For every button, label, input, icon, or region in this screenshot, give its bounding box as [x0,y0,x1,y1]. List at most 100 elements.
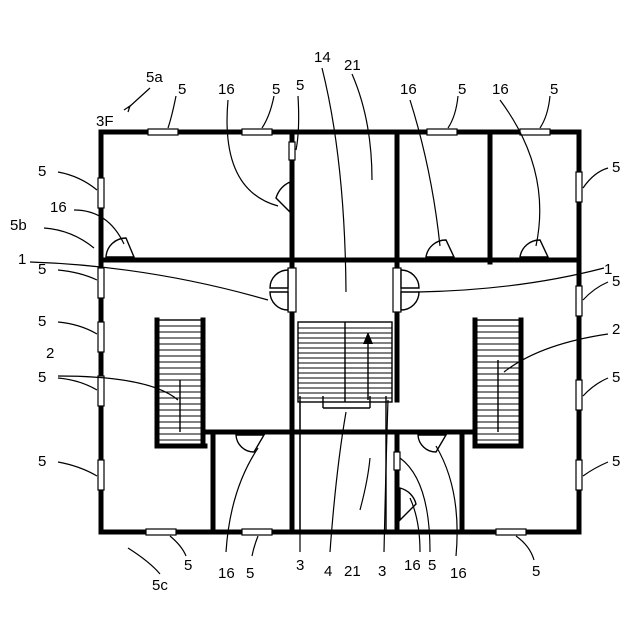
leader-5-top-3 [448,96,458,128]
label-5b: 5b [10,217,27,234]
label-21-bottom: 21 [344,563,361,580]
leader-5-top-1 [168,96,176,128]
leader-5-east-2 [583,282,608,300]
label-16-b: 16 [50,199,67,216]
label-5-west-4: 5 [38,369,46,386]
label-5c: 5c [152,577,168,594]
label-5-bottom-3: 5 [428,557,436,574]
label-16-f: 16 [404,557,421,574]
label-5-east-1: 5 [612,159,620,176]
label-5-west-5: 5 [38,453,46,470]
window-west-5 [98,460,104,490]
room-door-top-left [106,238,134,257]
window-west-1 [98,178,104,208]
window-east-2 [576,286,582,316]
door-frame-left [288,268,296,312]
label-2-left: 2 [46,345,54,362]
leader-16-top-a [227,100,278,206]
leader-5a [128,88,150,108]
leader-5-west-3 [58,322,97,334]
room-door-top-c [520,240,548,257]
right-staircase [475,320,521,446]
label-16-e: 16 [218,565,235,582]
leader-5-east-4 [583,462,608,476]
label-16-d: 16 [492,81,509,98]
label-5-bottom-4: 5 [532,563,540,580]
label-16-c: 16 [400,81,417,98]
window-east-1 [576,172,582,202]
label-1-left: 1 [18,251,26,268]
label-3-right: 3 [378,563,386,580]
label-5-east-4: 5 [612,453,620,470]
leader-5b [44,228,94,248]
label-4: 4 [324,563,332,580]
window-east-3 [576,380,582,410]
label-16-a: 16 [218,81,235,98]
label-5-top-2: 5 [272,81,280,98]
label-5-top-5: 5 [550,81,558,98]
window-top-4 [520,129,550,135]
leader-5-east-1 [583,168,608,188]
label-2-right: 2 [612,321,620,338]
door-frame-right [393,268,401,312]
leader-16-lower-b [436,446,457,556]
central-stair-treads [298,328,392,398]
left-staircase [157,320,205,446]
leader-16-lower-a [226,448,258,552]
leader-5-west-1 [58,172,97,190]
label-3-left: 3 [296,557,304,574]
label-5-east-3: 5 [612,369,620,386]
label-5-top-4: 5 [458,81,466,98]
floor-label: 3F [96,113,114,130]
label-5-top-1: 5 [178,81,186,98]
window-top-2 [242,129,272,135]
fire-door-left-upper [270,270,288,288]
fire-door-left-lower [270,292,288,310]
leader-16-top-b [410,100,440,246]
label-5a: 5a [146,69,163,86]
leader-5-west-4 [58,378,97,390]
label-5-west-1: 5 [38,163,46,180]
window-top-3 [427,129,457,135]
leader-5-bottom-2 [252,536,258,556]
leader-5-inner-top [296,96,299,150]
leader-16-top-c [500,100,540,246]
leader-5-bottom-1 [170,536,186,556]
leader-21-top [352,74,372,180]
leader-5-east-3 [583,378,608,396]
label-5-west-2: 5 [38,261,46,278]
leader-5-bottom-3 [516,536,534,560]
leader-5-top-4 [540,96,550,128]
label-5-bottom-2: 5 [246,565,254,582]
label-21-top: 21 [344,57,361,74]
window-west-2 [98,268,104,298]
leader-5c [128,548,160,574]
fire-door-right-lower [401,292,419,310]
room-door-top-a [276,182,290,212]
leader-5a-arrow [124,106,130,112]
central-staircase [298,322,392,532]
window-inner-bottom [394,452,400,470]
label-5-top-3: 5 [296,77,304,94]
leader-21-bottom [360,458,370,510]
leader-5-west-2 [58,270,97,280]
window-west-4 [98,376,104,406]
window-bottom-2 [242,529,272,535]
window-east-4 [576,460,582,490]
fire-door-right-upper [401,270,419,288]
room-door-lower-b [418,435,446,452]
window-inner-top [289,142,295,160]
label-5-bottom-1: 5 [184,557,192,574]
label-5-east-2: 5 [612,273,620,290]
leader-5-west-5 [58,462,97,476]
window-bottom-3 [496,529,526,535]
window-west-3 [98,322,104,352]
window-top-1 [148,129,178,135]
window-bottom-1 [146,529,176,535]
label-14: 14 [314,49,331,66]
leader-5-top-2 [262,96,274,128]
label-16-g: 16 [450,565,467,582]
room-door-lower-c [400,488,416,520]
